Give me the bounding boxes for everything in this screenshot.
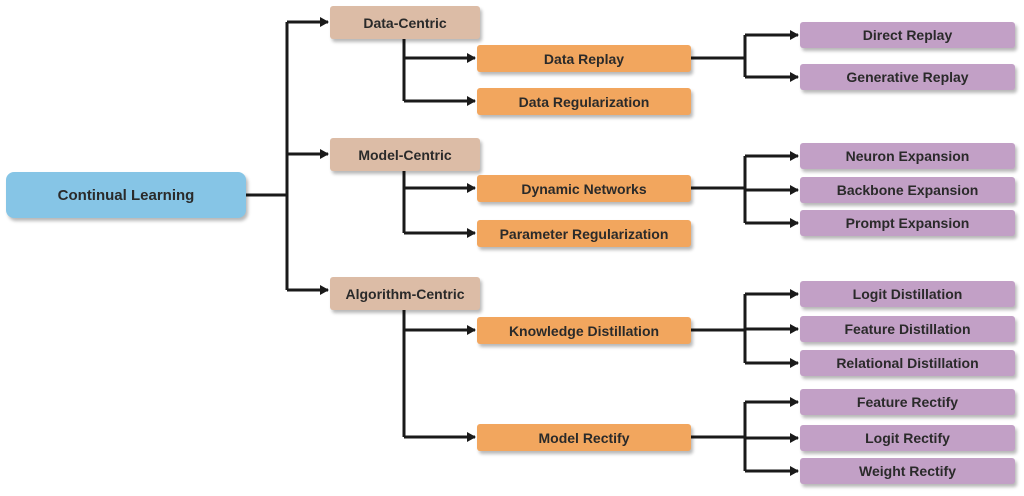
- method-model-rectify: Model Rectify: [477, 424, 691, 451]
- method-data-regularization: Data Regularization: [477, 88, 691, 115]
- leaf-neuron-expansion: Neuron Expansion: [800, 143, 1015, 169]
- leaf-label: Feature Distillation: [844, 321, 971, 337]
- leaf-label: Weight Rectify: [859, 463, 956, 479]
- leaf-label: Backbone Expansion: [836, 182, 979, 198]
- leaf-label: Generative Replay: [846, 69, 969, 85]
- leaf-label: Relational Distillation: [836, 355, 979, 371]
- method-label: Data Regularization: [518, 93, 650, 110]
- category-label: Algorithm-Centric: [345, 285, 465, 302]
- category-label: Data-Centric: [363, 14, 447, 31]
- leaf-relational-distillation: Relational Distillation: [800, 350, 1015, 376]
- leaf-label: Prompt Expansion: [845, 215, 970, 231]
- leaf-backbone-expansion: Backbone Expansion: [800, 177, 1015, 203]
- method-label: Data Replay: [543, 50, 625, 67]
- leaf-logit-rectify: Logit Rectify: [800, 425, 1015, 451]
- category-model-centric: Model-Centric: [330, 138, 480, 171]
- method-label: Parameter Regularization: [499, 225, 669, 242]
- method-knowledge-distillation: Knowledge Distillation: [477, 317, 691, 344]
- category-label: Model-Centric: [358, 146, 452, 163]
- leaf-weight-rectify: Weight Rectify: [800, 458, 1015, 484]
- method-data-replay: Data Replay: [477, 45, 691, 72]
- root-label: Continual Learning: [57, 186, 195, 204]
- leaf-label: Feature Rectify: [856, 394, 959, 410]
- leaf-feature-rectify: Feature Rectify: [800, 389, 1015, 415]
- leaf-label: Logit Distillation: [852, 286, 963, 302]
- leaf-generative-replay: Generative Replay: [800, 64, 1015, 90]
- method-label: Knowledge Distillation: [508, 322, 660, 339]
- leaf-label: Logit Rectify: [865, 430, 950, 446]
- leaf-prompt-expansion: Prompt Expansion: [800, 210, 1015, 236]
- leaf-label: Neuron Expansion: [845, 148, 970, 164]
- leaf-label: Direct Replay: [862, 27, 953, 43]
- method-dynamic-networks: Dynamic Networks: [477, 175, 691, 202]
- leaf-feature-distillation: Feature Distillation: [800, 316, 1015, 342]
- method-label: Model Rectify: [538, 429, 630, 446]
- method-parameter-regularization: Parameter Regularization: [477, 220, 691, 247]
- leaf-direct-replay: Direct Replay: [800, 22, 1015, 48]
- method-label: Dynamic Networks: [521, 180, 647, 197]
- root-node: Continual Learning: [6, 172, 246, 218]
- category-algorithm-centric: Algorithm-Centric: [330, 277, 480, 310]
- category-data-centric: Data-Centric: [330, 6, 480, 39]
- leaf-logit-distillation: Logit Distillation: [800, 281, 1015, 307]
